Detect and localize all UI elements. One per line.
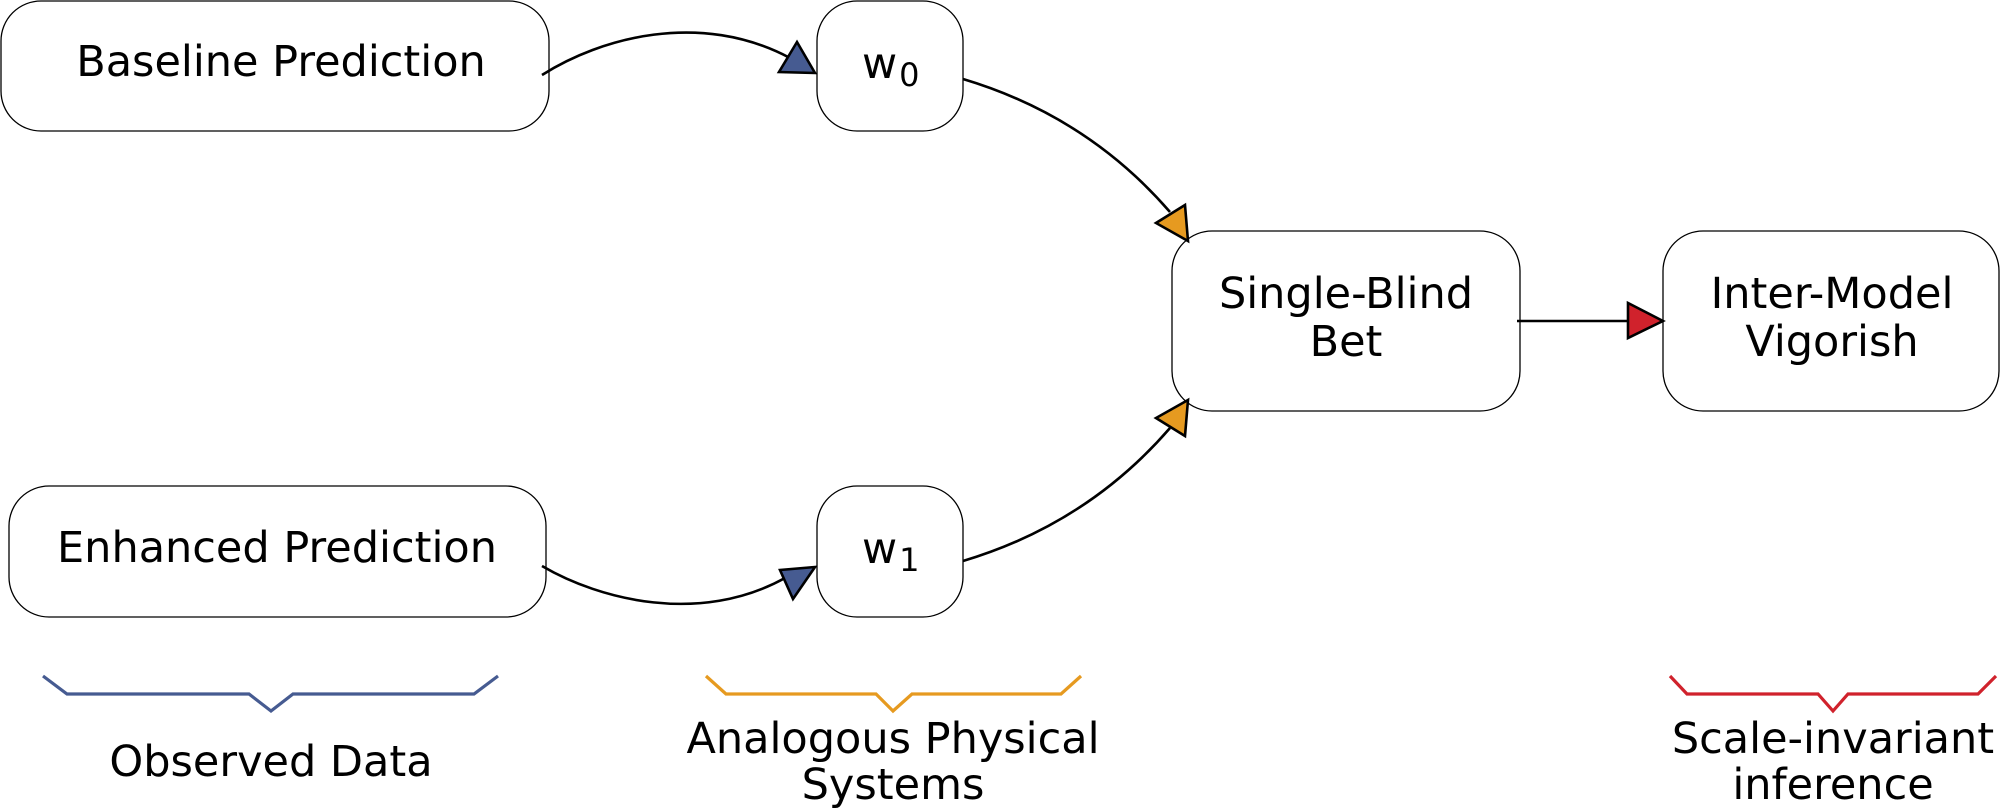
enhanced-prediction-box	[8, 485, 547, 618]
w1-base: w	[862, 524, 897, 574]
baseline-prediction-label: Baseline Prediction	[76, 37, 486, 87]
w0-label: w0	[862, 39, 920, 94]
scale-invariant-brace-icon	[1668, 674, 1998, 714]
node-w1: w1	[816, 485, 964, 618]
group-observed-data: Observed Data	[42, 674, 499, 787]
inter-model-vigorish-label-line2: Vigorish	[1745, 317, 1918, 367]
arrowhead-triangle-icon	[778, 565, 818, 602]
group-analogous-physical-systems: Analogous Physical Systems	[686, 674, 1100, 810]
w1-box	[816, 485, 964, 618]
w1-subscript: 1	[899, 541, 919, 579]
baseline-prediction-box	[0, 0, 550, 132]
analogous-systems-label-line2: Systems	[802, 760, 985, 810]
edge-w0-to-bet	[962, 77, 1190, 244]
edge-baseline-to-w0-line	[541, 31, 791, 77]
arrowhead-triangle-icon	[1626, 300, 1666, 341]
node-inter-model-vigorish: Inter-Model Vigorish	[1662, 230, 2000, 412]
enhanced-prediction-label: Enhanced Prediction	[57, 523, 497, 573]
scale-invariant-label-line2: inference	[1732, 760, 1933, 810]
single-blind-bet-label-line1: Single-Blind	[1219, 269, 1473, 319]
node-enhanced-prediction: Enhanced Prediction	[8, 485, 547, 618]
single-blind-bet-label-line2: Bet	[1310, 317, 1383, 367]
inter-model-vigorish-label-line1: Inter-Model	[1711, 269, 1954, 319]
edge-w1-to-bet-line	[962, 427, 1171, 563]
arrowhead-triangle-icon	[1153, 397, 1190, 439]
w0-box	[816, 0, 964, 132]
node-w0: w0	[816, 0, 964, 132]
arrowhead-triangle-icon	[1153, 202, 1190, 244]
w0-subscript: 0	[899, 56, 919, 94]
edge-w0-to-bet-line	[962, 77, 1171, 213]
edge-baseline-to-w0	[541, 31, 818, 77]
analogous-systems-label-line1: Analogous Physical	[686, 714, 1099, 764]
edge-enhanced-to-w1-line	[541, 564, 786, 606]
group-scale-invariant-inference: Scale-invariant inference	[1668, 674, 1998, 810]
node-baseline-prediction: Baseline Prediction	[0, 0, 550, 132]
edge-enhanced-to-w1	[541, 564, 818, 606]
observed-data-brace-icon	[42, 674, 499, 714]
analogous-systems-brace-icon	[704, 674, 1083, 714]
scale-invariant-label-line1: Scale-invariant	[1672, 714, 1994, 764]
node-single-blind-bet: Single-Blind Bet	[1171, 230, 1521, 412]
w1-label: w1	[862, 524, 920, 579]
arrowhead-triangle-icon	[776, 39, 818, 75]
edge-bet-to-vigorish	[1517, 300, 1666, 341]
observed-data-label: Observed Data	[109, 737, 432, 787]
w0-base: w	[862, 39, 897, 89]
edge-w1-to-bet	[962, 397, 1190, 563]
